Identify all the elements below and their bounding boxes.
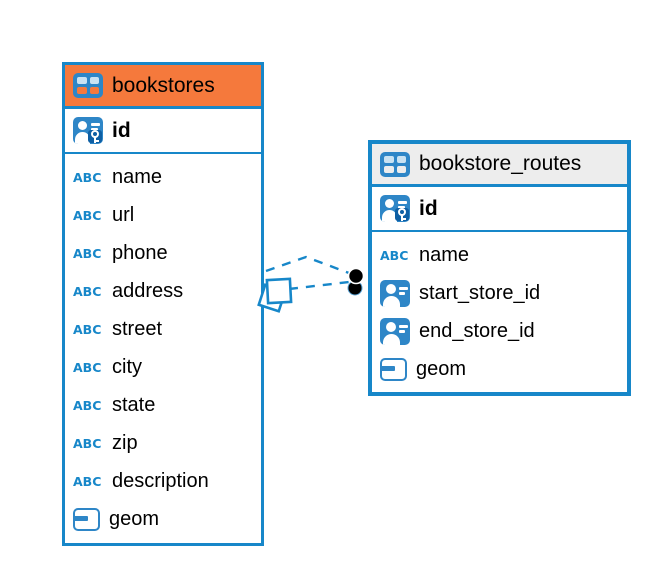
text-column-icon: ABC [380, 247, 409, 263]
text-column-icon: ABC [73, 359, 102, 375]
column-row[interactable]: ABC state [73, 393, 156, 416]
column-row[interactable]: ABC city [73, 355, 142, 378]
geometry-column-icon [73, 507, 100, 531]
column-row[interactable]: ABC name [380, 243, 470, 266]
reference-column-icon [380, 317, 410, 345]
primary-key-row[interactable]: id [372, 187, 627, 232]
text-column-icon: ABC [73, 245, 102, 261]
table-icon [73, 73, 103, 98]
dot-marker[interactable] [347, 267, 365, 296]
text-column-icon: ABC [73, 397, 102, 413]
column-row[interactable]: start_store_id [372, 274, 627, 312]
table-name: bookstore_routes [419, 152, 582, 175]
table-bookstore-routes[interactable]: bookstore_routes id ABC name [368, 140, 631, 396]
reference-column-icon [380, 279, 410, 307]
geometry-column-icon [380, 357, 407, 381]
column-row[interactable]: ABC zip [73, 431, 138, 454]
column-row[interactable]: ABC address [73, 279, 184, 302]
column-list: ABC name ABC url ABC phone ABC address A… [65, 154, 261, 538]
primary-key-column-icon [380, 195, 410, 222]
column-row[interactable]: ABC street [73, 317, 163, 340]
text-column-icon: ABC [73, 169, 102, 185]
column-row[interactable]: ABC phone [73, 241, 168, 264]
text-column-icon: ABC [73, 321, 102, 337]
column-row[interactable]: geom [372, 350, 627, 388]
relationship-line[interactable] [265, 255, 350, 275]
table-name: bookstores [112, 73, 215, 97]
column-row[interactable]: ABC description [73, 469, 209, 492]
primary-key-label: id [419, 196, 438, 220]
table-header-bookstore-routes[interactable]: bookstore_routes [372, 144, 627, 187]
key-icon [88, 130, 102, 143]
relationship-line[interactable] [288, 280, 350, 291]
column-row[interactable]: ABC name [73, 165, 163, 188]
table-bookstores[interactable]: bookstores id ABC name ABC url [62, 62, 264, 546]
column-row[interactable]: geom [65, 500, 261, 538]
table-header-bookstores[interactable]: bookstores [65, 65, 261, 109]
key-icon [395, 208, 409, 221]
text-column-icon: ABC [73, 435, 102, 451]
primary-key-label: id [112, 118, 131, 142]
column-list: ABC name start_store_id end_store_id [372, 232, 627, 388]
text-column-icon: ABC [73, 207, 102, 223]
primary-key-column-icon [73, 117, 103, 144]
column-row[interactable]: end_store_id [372, 312, 627, 350]
text-column-icon: ABC [73, 473, 102, 489]
table-icon [380, 151, 410, 177]
text-column-icon: ABC [73, 283, 102, 299]
primary-key-row[interactable]: id [65, 109, 261, 154]
column-row[interactable]: ABC url [73, 203, 135, 226]
